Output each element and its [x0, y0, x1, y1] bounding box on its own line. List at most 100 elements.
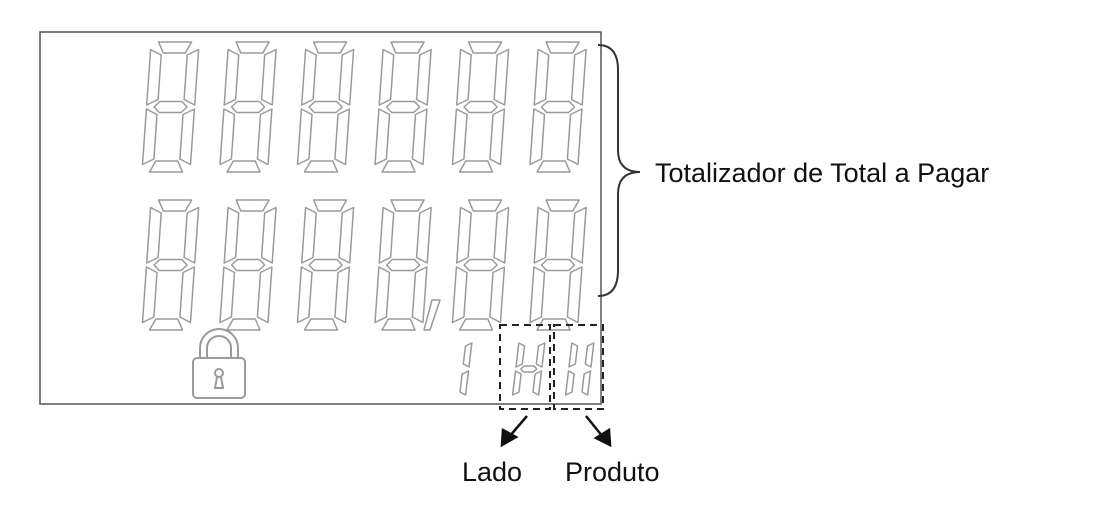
segment-c [489, 266, 506, 324]
segment-g [385, 100, 421, 114]
digit-top-5 [451, 41, 510, 173]
segment-a [235, 199, 270, 212]
digit-top-1 [141, 41, 200, 173]
segment-c [179, 108, 196, 166]
segment-b [462, 342, 473, 368]
segment-f [515, 342, 526, 368]
segment-c [566, 108, 583, 166]
segment-g [540, 258, 576, 272]
lado-dashed-box [499, 324, 551, 410]
segment-e [564, 370, 575, 396]
totalizador-label: Totalizador de Total a Pagar [655, 158, 989, 188]
segment-e [451, 108, 468, 166]
lado-label: Lado [462, 457, 522, 487]
segment-d [148, 318, 184, 331]
digit-row-bottom [141, 199, 587, 331]
segment-c [411, 108, 428, 166]
segment-d [381, 318, 416, 331]
segment-a [545, 199, 580, 212]
segment-f [455, 48, 472, 106]
segment-d [536, 318, 571, 331]
segment-g [519, 365, 538, 373]
segment-e [296, 266, 313, 324]
digit-bottom-1 [141, 199, 200, 331]
segment-e [374, 108, 391, 166]
digit-bottom-4 [374, 199, 432, 331]
segment-b [570, 48, 587, 106]
segment-d [226, 318, 261, 331]
segment-a [157, 41, 193, 54]
segment-d [226, 160, 261, 173]
produto-dashed-box [553, 324, 604, 410]
segment-a [390, 199, 425, 212]
segment-g [230, 258, 266, 272]
segment-d [381, 160, 416, 173]
segment-b [535, 342, 546, 368]
segment-g [153, 100, 188, 114]
segment-d [148, 160, 184, 173]
segment-c [334, 108, 351, 166]
digit-top-3 [296, 41, 355, 173]
segment-c [459, 370, 470, 396]
segment-f [145, 206, 162, 264]
segment-g [463, 100, 498, 114]
small-digit-lado [511, 342, 546, 396]
segment-g [385, 258, 421, 272]
segment-d [458, 318, 494, 331]
segment-c [581, 370, 592, 396]
segment-d [458, 160, 494, 173]
segment-c [256, 266, 273, 324]
segment-e [529, 108, 546, 166]
segment-g [308, 258, 343, 272]
segment-f [533, 48, 550, 106]
segment-a [545, 41, 580, 54]
small-digit-row [459, 342, 595, 396]
segment-c [411, 266, 428, 324]
digit-bottom-3 [296, 199, 355, 331]
segment-a [312, 199, 348, 212]
digit-bottom-5 [451, 199, 510, 331]
segment-c [334, 266, 351, 324]
segment-b [415, 206, 432, 264]
segment-g [153, 258, 188, 272]
segment-b [493, 206, 510, 264]
digit-top-4 [374, 41, 432, 173]
segment-f [300, 206, 317, 264]
lado-arrow [500, 415, 528, 448]
lcd-frame [39, 31, 602, 405]
segment-e [529, 266, 546, 324]
small-digit-1 [459, 342, 473, 396]
segment-f [300, 48, 317, 106]
segment-f [223, 48, 240, 106]
segment-a [390, 41, 425, 54]
padlock-icon [192, 328, 246, 399]
produto-label: Produto [565, 457, 660, 487]
segment-e [451, 266, 468, 324]
digit-top-6 [529, 41, 587, 173]
segment-g [540, 100, 576, 114]
segment-a [235, 41, 270, 54]
segment-e [374, 266, 391, 324]
segment-f [145, 48, 162, 106]
segment-b [338, 206, 355, 264]
segment-b [415, 48, 432, 106]
totalizador-brace [597, 44, 641, 297]
segment-a [157, 199, 193, 212]
digit-bottom-6 [529, 199, 587, 331]
segment-f [378, 206, 395, 264]
segment-c [256, 108, 273, 166]
segment-e [141, 108, 158, 166]
segment-a [467, 41, 503, 54]
segment-b [260, 206, 277, 264]
segment-d [303, 318, 339, 331]
produto-arrow [585, 415, 612, 448]
segment-g [230, 100, 266, 114]
segment-c [566, 266, 583, 324]
segment-a [312, 41, 348, 54]
segment-f [455, 206, 472, 264]
segment-b [183, 48, 200, 106]
segment-d [536, 160, 571, 173]
digit-bottom-2 [219, 199, 277, 331]
segment-c [179, 266, 196, 324]
